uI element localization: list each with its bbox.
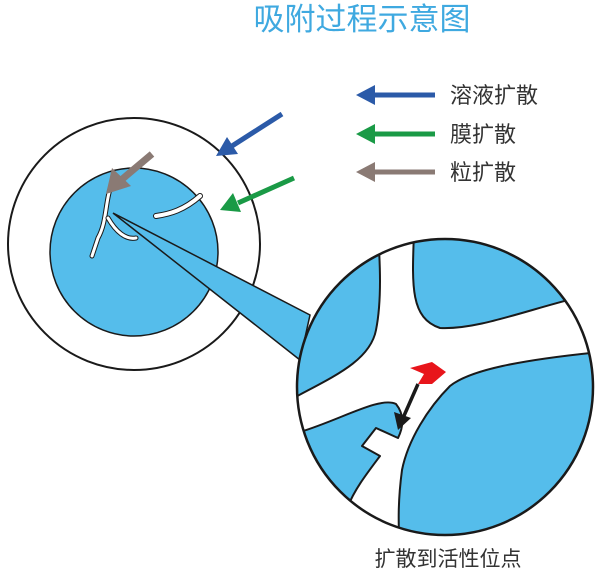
magnified-view-caption: 扩散到活性位点 — [375, 547, 522, 571]
legend: 溶液扩散 膜扩散 粒扩散 — [356, 84, 538, 186]
left-arrow-icon — [356, 124, 435, 144]
legend-item-film-diffusion: 膜扩散 — [356, 123, 516, 148]
adsorbent-particle — [7, 117, 261, 371]
particle-diffusion-arrow — [106, 151, 155, 194]
film-diffusion-arrow — [220, 175, 296, 212]
magnified-pore-view — [295, 237, 595, 537]
solution-diffusion-arrow — [216, 111, 284, 156]
diagram-title: 吸附过程示意图 — [254, 2, 471, 38]
left-arrow-icon — [356, 85, 435, 105]
active-site-marker — [410, 362, 446, 384]
pore-channel — [297, 239, 593, 535]
legend-item-particle-diffusion: 粒扩散 — [356, 161, 516, 186]
active-site-arrow — [394, 383, 420, 430]
legend-label: 溶液扩散 — [450, 84, 538, 109]
legend-label: 粒扩散 — [450, 161, 516, 186]
particle-pores — [89, 175, 203, 259]
particle-core — [49, 167, 219, 337]
left-arrow-icon — [356, 162, 435, 182]
legend-item-solution-diffusion: 溶液扩散 — [356, 84, 538, 109]
legend-label: 膜扩散 — [450, 123, 516, 148]
